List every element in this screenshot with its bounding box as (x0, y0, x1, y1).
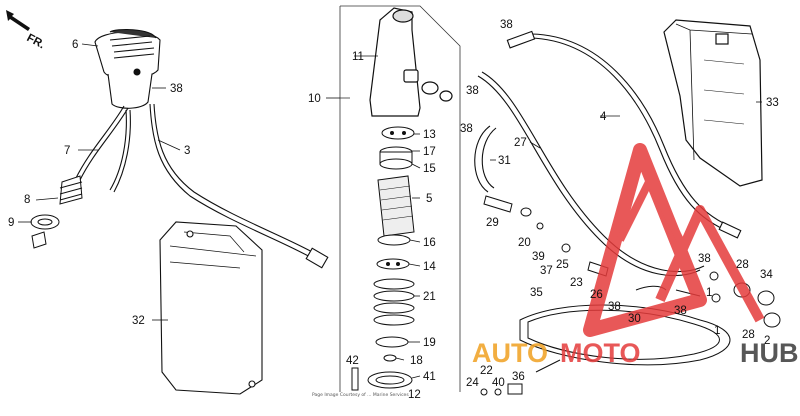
callout-25: 25 (556, 259, 569, 271)
callout-31: 31 (498, 155, 511, 167)
callout-39: 39 (532, 251, 545, 263)
callout-28a: 28 (736, 259, 749, 271)
callout-8: 8 (24, 194, 30, 206)
callout-38g: 38 (698, 253, 711, 265)
hose-31 (474, 125, 497, 193)
callout-1a: 1 (706, 287, 712, 299)
callout-38e: 38 (608, 301, 621, 313)
callout-24: 24 (466, 377, 479, 389)
front-label: FR. (25, 32, 47, 51)
callout-34: 34 (760, 269, 773, 281)
callout-10: 10 (308, 93, 321, 105)
svg-text:MOTO: MOTO (560, 338, 641, 368)
fitting-29 (483, 195, 544, 230)
callout-33: 33 (766, 97, 779, 109)
callout-38c: 38 (466, 85, 479, 97)
callout-14: 14 (423, 261, 436, 273)
callout-19: 19 (423, 337, 436, 349)
callout-21: 21 (423, 291, 436, 303)
callout-36: 36 (512, 371, 525, 383)
svg-text:AUTO: AUTO (472, 338, 548, 368)
callout-5: 5 (426, 193, 432, 205)
callout-32: 32 (132, 315, 145, 327)
callout-22: 22 (480, 365, 493, 377)
leader-lines (18, 43, 762, 379)
callout-11: 11 (352, 51, 364, 63)
watermark-logo (583, 143, 765, 337)
callout-30: 30 (628, 313, 641, 325)
reservoir-motor (94, 28, 161, 109)
housing-32 (159, 221, 263, 395)
callout-labels: 6 38 7 3 8 9 32 10 11 13 17 15 5 16 14 2… (8, 19, 779, 401)
callout-26: 26 (590, 289, 603, 301)
callout-38d: 38 (460, 123, 473, 135)
callout-1b: 1 (714, 325, 720, 337)
callout-4: 4 (600, 111, 607, 123)
cylinder-11 (369, 7, 453, 117)
callout-38f: 38 (674, 305, 687, 317)
callout-23: 23 (570, 277, 583, 289)
callout-40: 40 (492, 377, 505, 389)
fine-print: Page Image Courtesy of ... Marine Servic… (312, 392, 409, 398)
callout-3: 3 (184, 145, 190, 157)
front-arrow-icon (6, 10, 30, 31)
callout-38b: 38 (500, 19, 513, 31)
tank-33 (663, 19, 763, 187)
valve-stack (351, 126, 415, 391)
cable-harness (75, 105, 131, 193)
hose-3 (149, 103, 329, 269)
callout-38: 38 (170, 83, 183, 95)
callout-29: 29 (486, 217, 499, 229)
callout-7: 7 (64, 145, 70, 157)
callout-28b: 28 (742, 329, 755, 341)
callout-27: 27 (514, 137, 527, 149)
callout-9: 9 (8, 217, 14, 229)
svg-text:HUB: HUB (740, 338, 799, 368)
callout-6: 6 (72, 39, 78, 51)
callout-13: 13 (423, 129, 436, 141)
callout-35: 35 (530, 287, 543, 299)
callout-42: 42 (346, 355, 359, 367)
callout-2: 2 (764, 335, 770, 347)
watermark-text: AUTO MOTO HUB (472, 338, 799, 368)
callout-17: 17 (423, 146, 436, 158)
callout-12: 12 (408, 389, 421, 401)
callout-18: 18 (410, 355, 423, 367)
callout-15: 15 (423, 163, 436, 175)
assembly-frame (339, 5, 461, 392)
callout-20: 20 (518, 237, 531, 249)
rubber-boot (30, 175, 83, 249)
callout-41: 41 (423, 371, 436, 383)
callout-16: 16 (423, 237, 436, 249)
callout-37: 37 (540, 265, 553, 277)
